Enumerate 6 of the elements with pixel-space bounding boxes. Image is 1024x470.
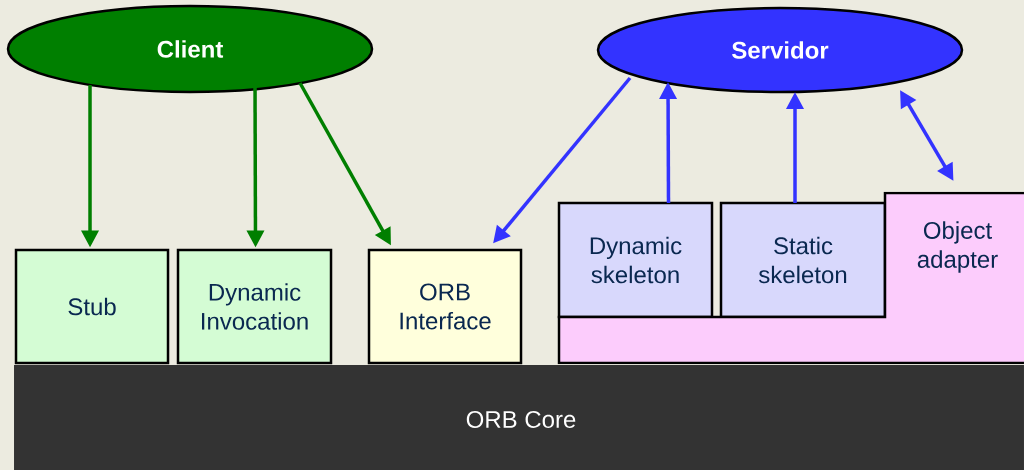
component-box: Static skeleton [719, 201, 887, 319]
core-bar: ORB Core [14, 365, 1024, 470]
component-box: Stub [14, 248, 170, 365]
component-box: ORB Interface [367, 248, 523, 365]
component-box: Dynamic skeleton [557, 201, 714, 319]
component-box: Dynamic Invocation [176, 248, 333, 365]
